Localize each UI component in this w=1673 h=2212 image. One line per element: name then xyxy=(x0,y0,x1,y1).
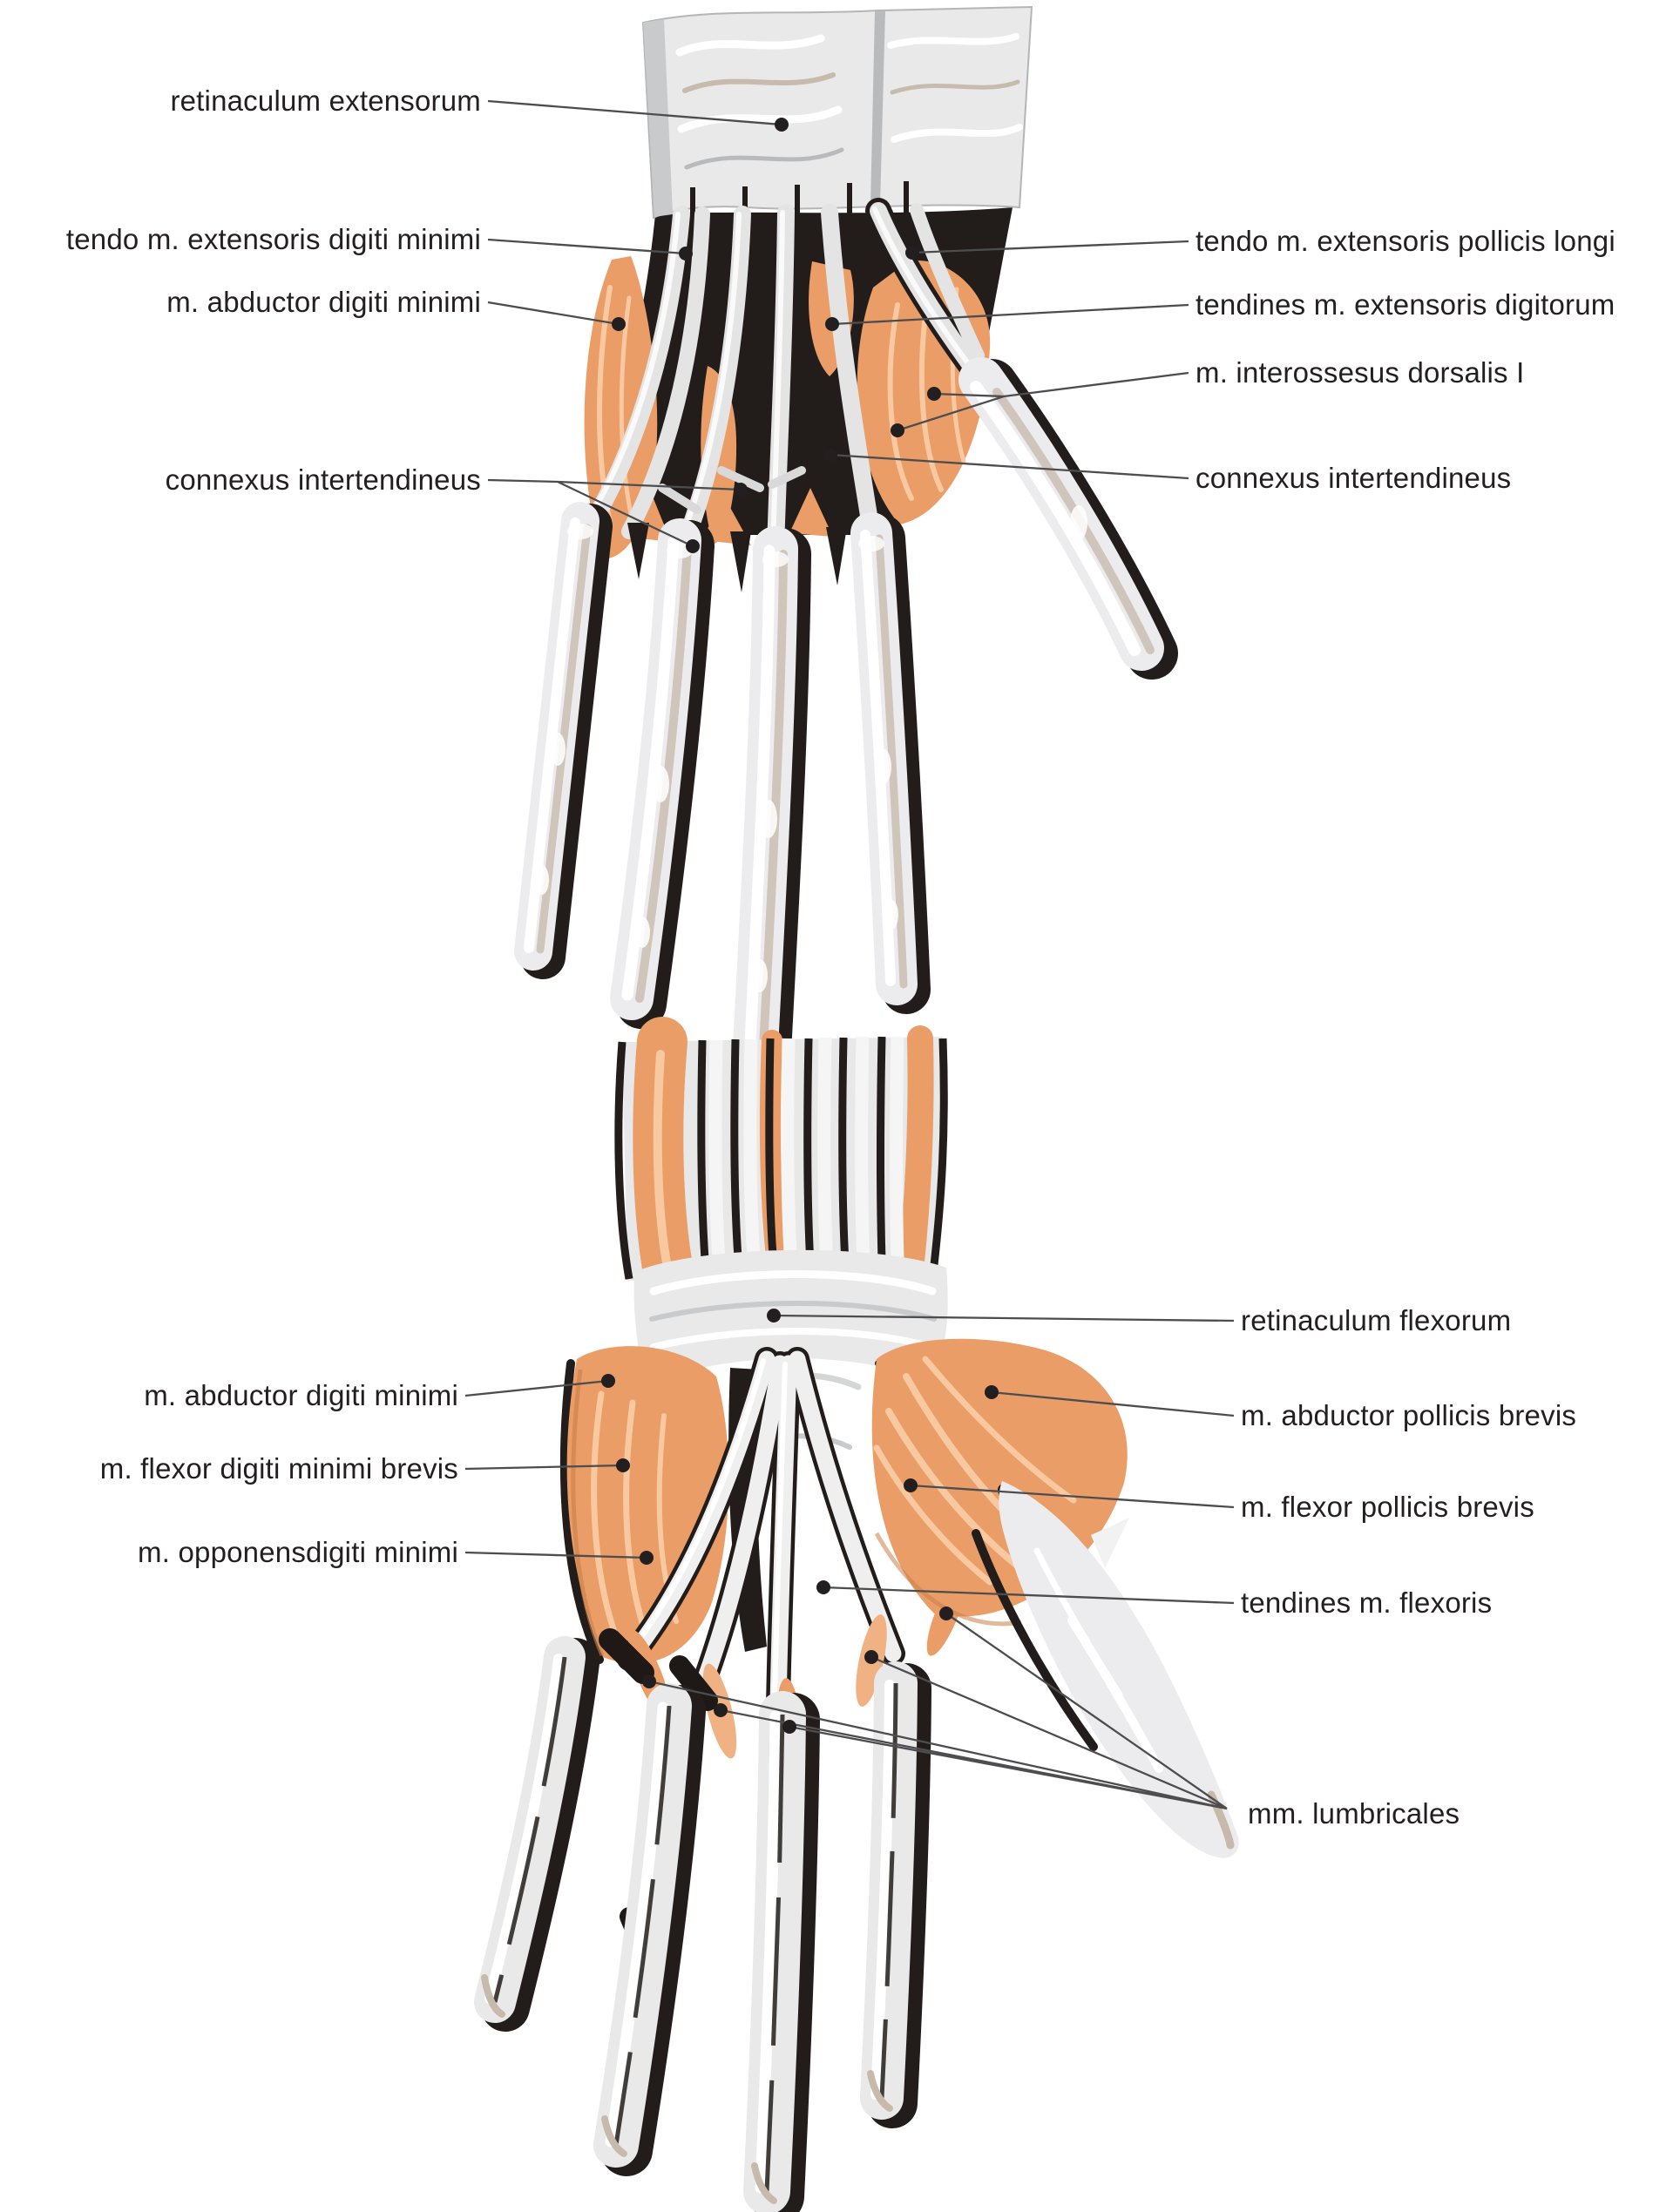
label-m-interossesus-dorsalis-i: m. interossesus dorsalis I xyxy=(1195,355,1525,389)
label-m-abductor-digiti-minimi-palmar: m. abductor digiti minimi xyxy=(144,1378,458,1411)
fingers-palmar xyxy=(474,1636,931,2212)
label-connexus-intertendineus-left: connexus intertendineus xyxy=(165,463,481,496)
label-m-opponensdigiti-minimi: m. opponensdigiti minimi xyxy=(138,1535,458,1568)
leader-tendo-extensoris-pollicis-longi xyxy=(911,240,1189,254)
label-retinaculum-flexorum: retinaculum flexorum xyxy=(1241,1303,1512,1336)
palmar-forearm xyxy=(614,1017,948,1302)
label-tendines-m-extensoris-digitorum: tendines m. extensoris digitorum xyxy=(1195,287,1615,321)
leader-tendines-flexoris xyxy=(823,1586,1235,1605)
finger-middle-dorsal xyxy=(733,526,811,1079)
finger-index-dorsal xyxy=(850,512,931,1014)
leader-retinaculum-extensorum xyxy=(487,99,782,126)
label-tendo-m-extensoris-pollicis-longi: tendo m. extensoris pollicis longi xyxy=(1195,224,1615,257)
label-m-abductor-pollicis-brevis: m. abductor pollicis brevis xyxy=(1241,1398,1577,1431)
finger-middle-palmar xyxy=(743,1691,820,2212)
label-mm-lumbricales: mm. lumbricales xyxy=(1248,1796,1460,1830)
label-m-flexor-pollicis-brevis: m. flexor pollicis brevis xyxy=(1241,1490,1534,1523)
leader-abductor-digiti-minimi-palmar xyxy=(464,1379,609,1397)
leader-tendines-extensoris-digitorum xyxy=(831,303,1189,326)
fingers-dorsal xyxy=(514,502,931,1079)
finger-pinky-palmar xyxy=(474,1636,599,2032)
leader-lines xyxy=(464,99,1235,1810)
finger-ring-palmar xyxy=(593,1683,706,2176)
leader-connexus-left xyxy=(487,478,742,548)
connexus-ties xyxy=(658,466,806,514)
label-m-abductor-digiti-minimi-dorsal: m. abductor digiti minimi xyxy=(166,285,481,318)
leader-flexor-pollicis-brevis xyxy=(910,1484,1235,1509)
leader-dots xyxy=(601,118,999,1734)
finger-index-palmar xyxy=(860,1661,931,2128)
label-tendines-m-flexoris: tendines m. flexoris xyxy=(1241,1586,1493,1619)
leader-connexus-right xyxy=(830,453,1189,480)
leader-lumbricales-fan xyxy=(648,1613,1228,1810)
leader-tendo-extensoris-digiti-minimi xyxy=(487,238,687,255)
label-tendo-m-extensoris-digiti-minimi: tendo m. extensoris digiti minimi xyxy=(65,222,481,255)
leader-abductor-digiti-minimi-dorsal xyxy=(487,301,620,326)
leader-interossesus-dorsalis xyxy=(897,371,1189,432)
thumb-dorsal xyxy=(958,357,1178,680)
label-connexus-intertendineus-right: connexus intertendineus xyxy=(1195,461,1512,494)
retinaculum-extensorum-band xyxy=(641,5,1033,220)
finger-ring-dorsal xyxy=(610,518,715,1029)
dorsal-hand-illustration xyxy=(514,5,1178,1079)
leader-flexor-digiti-minimi-brevis xyxy=(464,1464,624,1471)
leader-retinaculum-flexorum xyxy=(773,1314,1235,1322)
label-m-flexor-digiti-minimi-brevis: m. flexor digiti minimi brevis xyxy=(99,1451,458,1485)
leader-abductor-pollicis-brevis xyxy=(991,1390,1235,1417)
thumb-palmar xyxy=(972,1481,1239,1858)
palmar-hand-illustration xyxy=(474,1017,1239,2212)
label-retinaculum-extensorum: retinaculum extensorum xyxy=(170,84,481,117)
leader-opponens-digiti-minimi xyxy=(464,1551,647,1559)
finger-pinky-dorsal xyxy=(514,502,613,979)
